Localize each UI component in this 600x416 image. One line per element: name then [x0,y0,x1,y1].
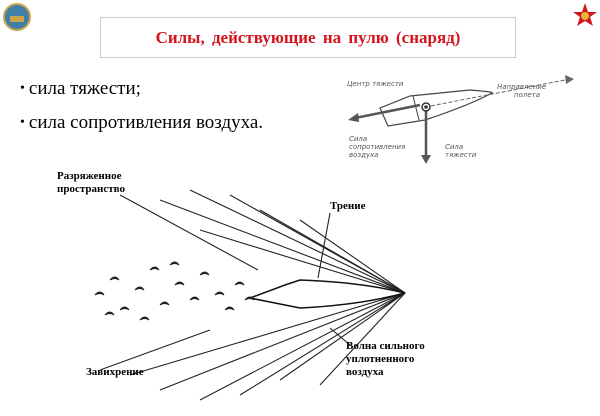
vortex-mark [119,306,130,311]
star-emblem-icon [573,3,597,26]
forces-diagram [348,75,574,164]
label-vortex: Завихрение [86,366,144,378]
vortex-mark [189,296,200,301]
label-line: сопротивления [349,143,406,151]
vortex-mark [159,301,170,306]
bullet-gravity: •сила тяжести; [20,78,141,99]
label-line: полета [514,91,541,99]
label-center-of-gravity: Центр тяжести [347,80,404,88]
flow-diagram [94,189,406,401]
emblem-icon [3,3,31,31]
vortex-mark [234,281,245,286]
label-line: тяжести [445,151,477,159]
vortex-mark [244,296,255,301]
vortex-mark [169,261,180,266]
bullet-text: сила сопротивления воздуха. [28,112,264,133]
label-line: воздуха [349,151,379,159]
vortex-mark [134,286,145,291]
label-line: Направление [497,83,547,91]
vortex-mark [214,291,225,296]
vortex-mark [174,281,185,286]
label-line: пространство [57,183,125,195]
vortex-mark [109,276,120,281]
vortex-mark [94,291,105,296]
slide-title: Силы, действующие на пулю (снаряд) [100,17,516,58]
label-line: Разряженное [57,170,122,182]
label-line: уплотненного [346,353,415,365]
vortex-mark [224,306,235,311]
vortex-mark [104,311,115,316]
vortex-mark [139,316,150,321]
label-line: Сила [445,143,464,151]
bullet-text: сила тяжести; [28,78,141,99]
vortex-mark [149,266,160,271]
bullet-air-resistance: •сила сопротивления воздуха. [20,112,264,133]
vortex-mark [199,271,210,276]
label-line: Волна сильного [346,340,425,352]
title-text: Силы, действующие на пулю (снаряд) [155,27,461,47]
label-friction: Трение [330,200,366,212]
label-line: воздуха [346,366,384,378]
label-line: Сила [349,135,368,143]
